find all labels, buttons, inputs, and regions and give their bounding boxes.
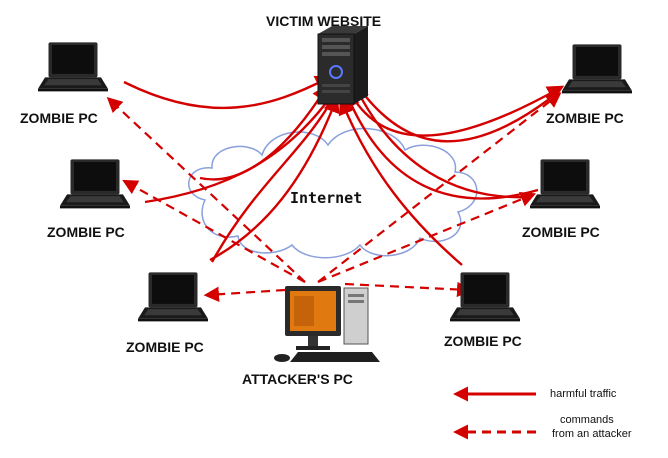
- traffic-z6: [338, 97, 463, 266]
- harmful-traffic-arrows: [123, 74, 565, 266]
- command-z3: [203, 286, 286, 302]
- internet-label: Internet: [290, 189, 363, 207]
- traffic-extra-1: [199, 83, 329, 181]
- legend-commands-label-line2: from an attacker: [552, 428, 632, 440]
- zombie-laptop-icon-6: [450, 272, 520, 322]
- zombie-laptop-icon-3: [138, 272, 208, 322]
- zombie-pc-label-2: ZOMBIE PC: [47, 224, 125, 240]
- zombie-pc-label-4: ZOMBIE PC: [546, 110, 624, 126]
- zombie-laptop-icon-2: [60, 159, 130, 209]
- traffic-extra-3: [350, 85, 565, 137]
- traffic-extra-2: [353, 83, 529, 199]
- zombie-pc-label-1: ZOMBIE PC: [20, 110, 98, 126]
- zombie-pc-label-3: ZOMBIE PC: [126, 339, 204, 355]
- zombie-pc-label-6: ZOMBIE PC: [444, 333, 522, 349]
- traffic-extra-4: [210, 99, 334, 263]
- command-z4: [317, 92, 562, 283]
- command-z2: [122, 179, 306, 283]
- traffic-z1: [123, 75, 333, 110]
- victim-server-icon: [317, 26, 368, 105]
- attacker-pc-icon: [274, 286, 380, 362]
- traffic-z4: [349, 74, 549, 143]
- legend-commands-label-line1: commands: [560, 414, 614, 426]
- zombie-laptop-icon-1: [38, 42, 108, 92]
- legend-harmful-label: harmful traffic: [550, 388, 617, 400]
- command-z6: [344, 281, 473, 298]
- victim-website-label: VICTIM WEBSITE: [266, 13, 382, 29]
- traffic-z3: [209, 95, 340, 262]
- zombie-laptop-icon-5: [530, 159, 600, 209]
- attackers-pc-label: ATTACKER'S PC: [242, 371, 353, 387]
- command-z5: [317, 192, 537, 284]
- zombie-pc-label-5: ZOMBIE PC: [522, 224, 600, 240]
- zombie-laptop-icon-4: [562, 44, 632, 94]
- command-arrows: [106, 92, 562, 302]
